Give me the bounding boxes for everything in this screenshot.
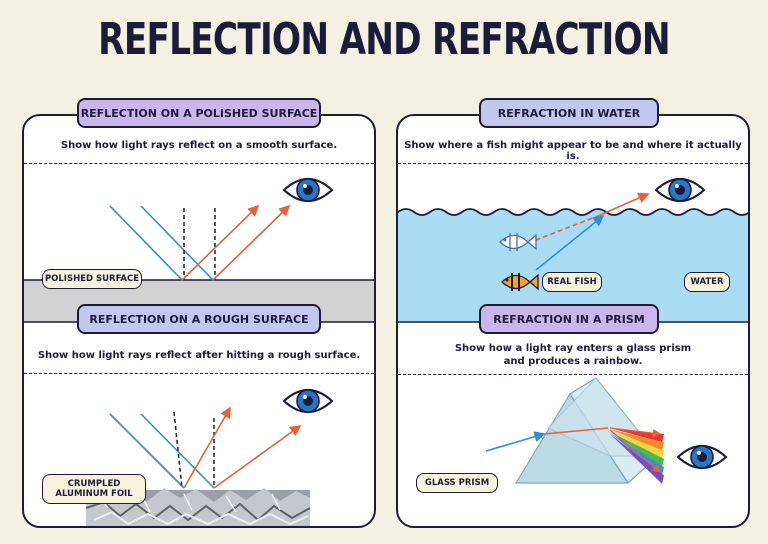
rainbow-band xyxy=(610,428,664,443)
rainbow-band xyxy=(610,432,664,476)
dispersed-ray xyxy=(609,429,661,473)
refracted-ray-air xyxy=(597,192,650,217)
prism-instruction: Show how a light ray enters a glass pris… xyxy=(398,342,748,368)
rainbow-band xyxy=(610,431,664,468)
rough-instruction: Show how light rays reflect after hittin… xyxy=(37,350,361,361)
foil-label-line1: CRUMPLED xyxy=(67,479,121,489)
water-instruction: Show where a fish might appear to be and… xyxy=(404,140,742,162)
rough-heading: REFLECTION ON A ROUGH SURFACE xyxy=(77,304,321,334)
reflected-ray-rough-1 xyxy=(183,406,231,489)
glass-prism-label: GLASS PRISM xyxy=(416,473,498,493)
polished-instruction: Show how light rays reflect on a smooth … xyxy=(60,140,338,151)
real-ray-water xyxy=(535,214,605,271)
water-heading: REFRACTION IN WATER xyxy=(479,98,659,128)
incident-ray-2 xyxy=(140,205,214,281)
water-divider xyxy=(398,163,748,164)
eye-icon xyxy=(282,388,334,414)
reflected-ray-rough-2 xyxy=(213,425,302,489)
polished-divider xyxy=(24,163,374,164)
prism-heading: REFRACTION IN A PRISM xyxy=(479,304,659,334)
water-label: WATER xyxy=(684,272,730,292)
apparent-fish-icon xyxy=(499,233,537,251)
reflected-ray-2 xyxy=(212,204,291,281)
rainbow-rays xyxy=(609,427,664,484)
reflected-ray-1 xyxy=(181,204,260,281)
polished-surface-label: POLISHED SURFACE xyxy=(42,269,142,289)
rainbow-band xyxy=(610,429,664,451)
apparent-ray xyxy=(527,215,599,244)
eye-icon xyxy=(282,177,334,203)
prism-instruction-line2: and produces a rainbow. xyxy=(503,356,643,367)
incident-ray-1 xyxy=(109,205,183,281)
polished-heading: REFLECTION ON A POLISHED SURFACE xyxy=(77,98,321,128)
prism-instruction-line1: Show how a light ray enters a glass pris… xyxy=(454,343,692,354)
prism-divider xyxy=(398,374,748,375)
eye-icon xyxy=(676,444,728,470)
incident-ray-rough-2 xyxy=(140,413,215,489)
rainbow-band xyxy=(610,434,664,484)
rainbow-band xyxy=(610,430,664,459)
real-fish-label: REAL FISH xyxy=(542,272,602,292)
rough-divider xyxy=(24,373,374,374)
page-title: REFLECTION AND REFRACTION xyxy=(98,14,670,65)
incident-ray-rough-1 xyxy=(109,413,185,489)
water-body xyxy=(398,209,748,322)
refraction-illustration xyxy=(398,177,748,484)
refraction-panel: Show where a fish might appear to be and… xyxy=(396,114,750,528)
foil-label: CRUMPLED ALUMINUM FOIL xyxy=(42,474,146,504)
ray-inside-prism xyxy=(543,427,609,435)
real-fish-icon xyxy=(501,273,539,291)
normal-line-rough-1 xyxy=(173,411,183,489)
incident-ray-prism xyxy=(485,431,546,452)
foil-label-line2: ALUMINUM FOIL xyxy=(55,489,133,499)
eye-icon xyxy=(654,177,706,203)
dispersed-ray xyxy=(609,427,662,438)
